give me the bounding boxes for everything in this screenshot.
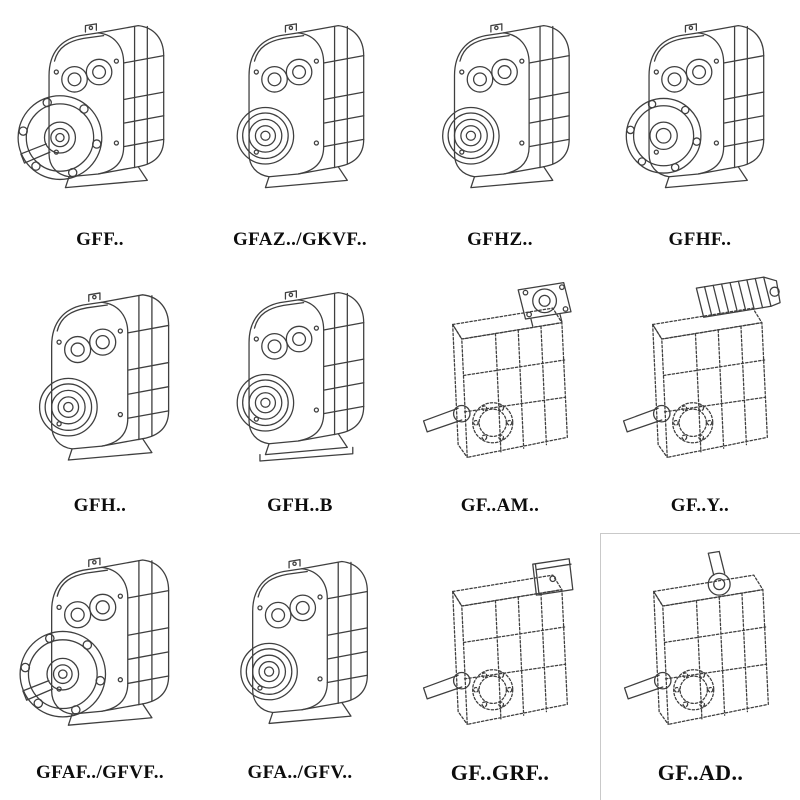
model-label: GFAZ../GKVF.. — [233, 228, 367, 250]
catalog-cell-gfhf: GFHF.. — [600, 0, 800, 267]
gearbox-with-motor-drawing-icon — [622, 276, 781, 458]
catalog-cell-gfhz: GFHZ.. — [400, 0, 600, 267]
drawing-frame — [2, 537, 198, 756]
catalog-cell-gfh-b: GFH..B — [200, 267, 400, 534]
drawing-frame — [202, 4, 398, 223]
drawing-frame — [2, 271, 198, 490]
gearbox-motor-adapter-flange-drawing-icon — [422, 281, 572, 458]
gearbox-front-flange-drawing-icon — [625, 23, 765, 189]
catalog-cell-gf-ad: GF..AD.. — [600, 533, 800, 800]
drawing-frame — [202, 271, 398, 490]
gearbox-hollow-shaft-drawing-icon — [236, 23, 365, 189]
model-label: GF..Y.. — [670, 495, 730, 517]
drawing-frame — [402, 4, 598, 223]
gearbox-output-flange-shaft-drawing-icon — [17, 23, 165, 189]
model-label: GFF.. — [76, 228, 124, 250]
drawing-frame — [603, 538, 798, 756]
model-label: GFH.. — [73, 495, 127, 517]
catalog-cell-gfaf-gfvf: GFAF../GFVF.. — [0, 533, 200, 800]
catalog-cell-gfa-gfv: GFA../GFV.. — [200, 533, 400, 800]
model-label: GFH..B — [267, 495, 333, 517]
drawing-frame — [2, 4, 198, 223]
drawing-frame — [202, 537, 398, 756]
catalog-cell-gff: GFF.. — [0, 0, 200, 267]
model-label: GFHF.. — [668, 228, 732, 250]
catalog-cell-gfh: GFH.. — [0, 267, 200, 534]
catalog-cell-gfaz-gkvf: GFAZ../GKVF.. — [200, 0, 400, 267]
model-label: GF..AM.. — [460, 495, 540, 517]
gearbox-input-shaft-adapter-drawing-icon — [623, 550, 769, 726]
gearbox-cover-box-drawing-icon — [422, 557, 574, 725]
drawing-frame — [602, 271, 798, 490]
gearbox-hollow-shaft-drawing-icon — [38, 292, 170, 461]
catalog-cell-gf-y: GF..Y.. — [600, 267, 800, 534]
model-label: GFHZ.. — [467, 228, 533, 250]
gearbox-hollow-shaft-drawing-icon — [442, 23, 570, 189]
model-label: GFA../GFV.. — [247, 761, 353, 783]
drawing-frame — [402, 537, 598, 756]
model-label: GFAF../GFVF.. — [35, 761, 164, 783]
catalog-cell-gf-grf: GF..GRF.. — [400, 533, 600, 800]
gearbox-output-flange-shaft-drawing-icon — [19, 557, 170, 726]
model-label: GF..GRF.. — [450, 759, 550, 785]
catalog-cell-gf-am: GF..AM.. — [400, 267, 600, 534]
gearbox-hollow-shaft-drawing-icon — [240, 558, 368, 724]
model-label: GF..AD.. — [657, 759, 744, 785]
drawing-frame — [602, 4, 798, 223]
gearbox-hollow-shaft-foot-drawing-icon — [236, 290, 365, 462]
drawing-frame — [402, 271, 598, 490]
